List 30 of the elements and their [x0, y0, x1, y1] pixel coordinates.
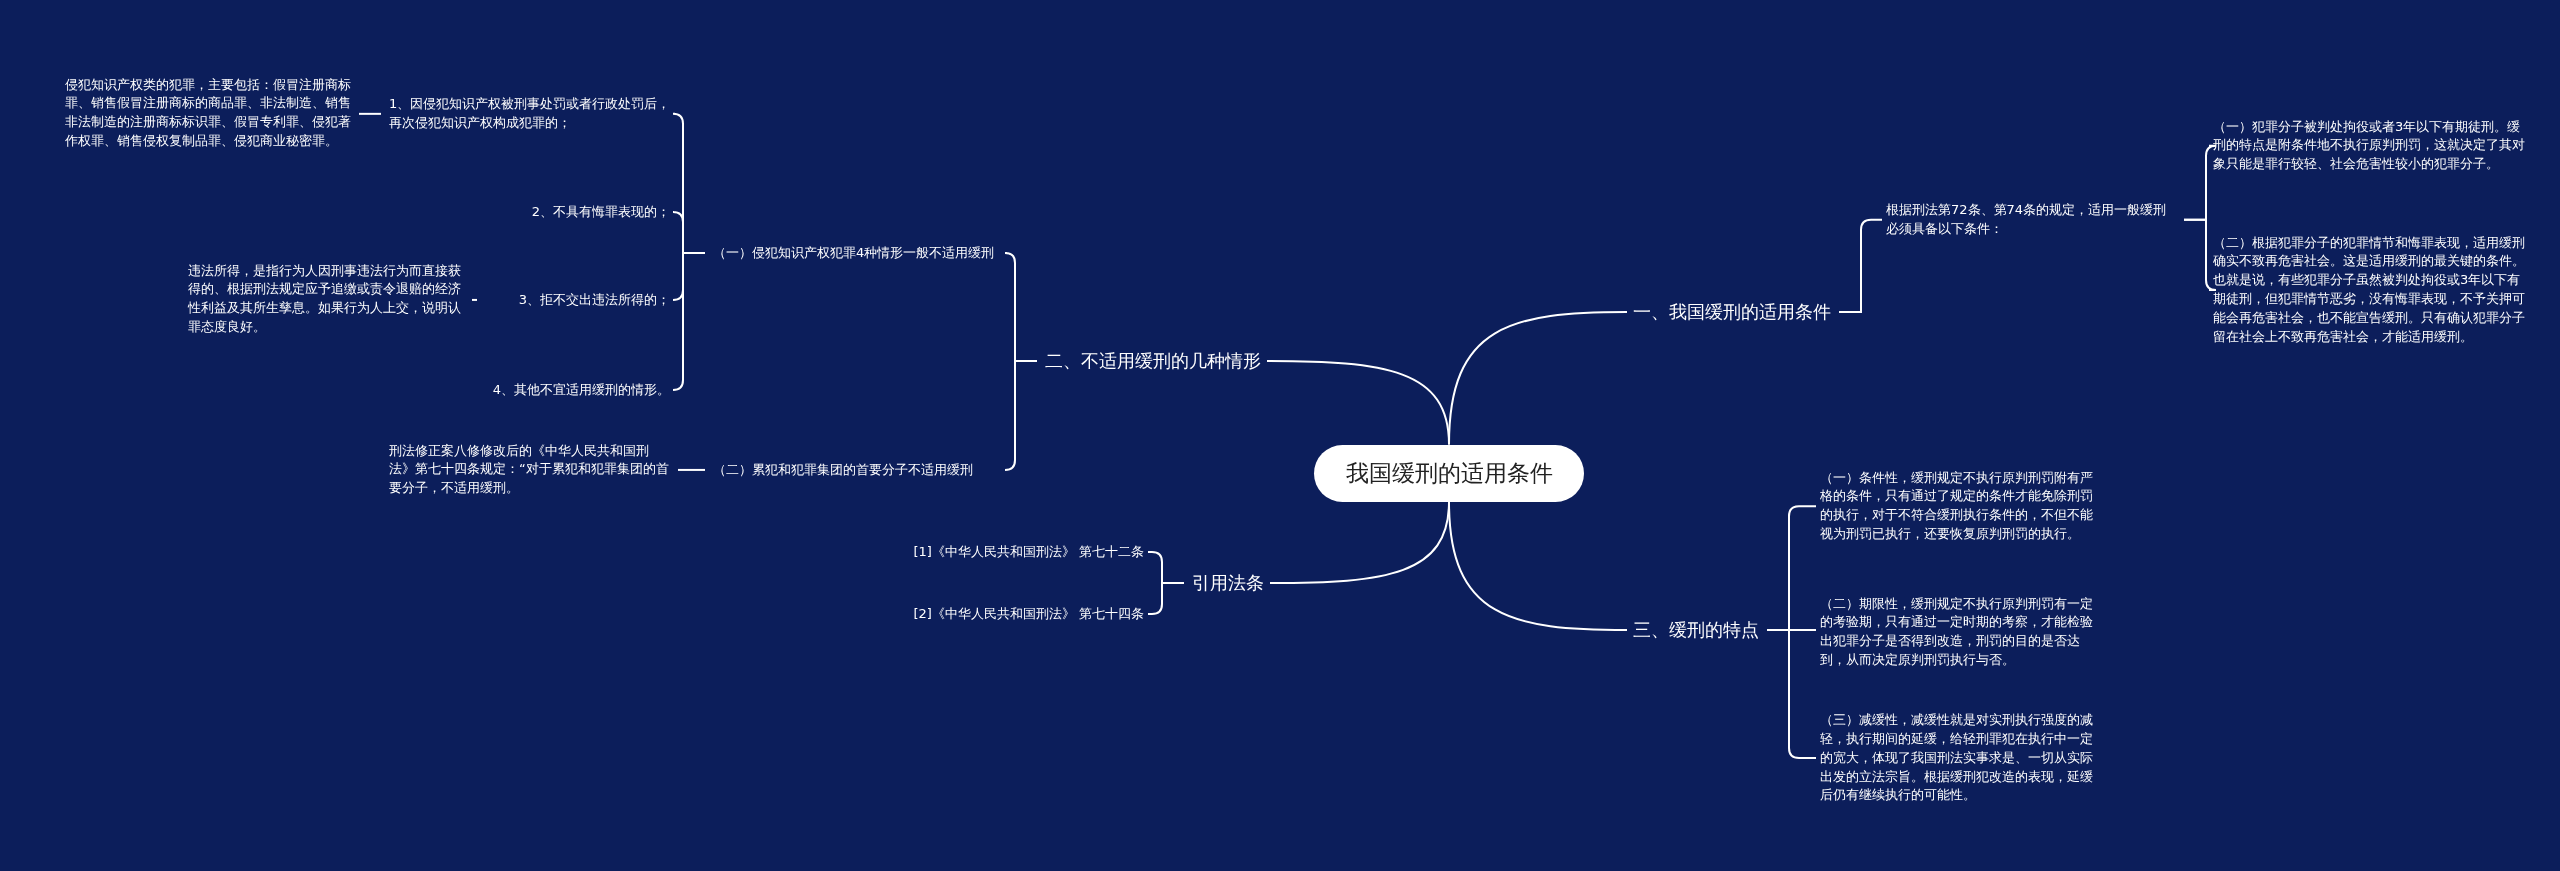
topic-text: 1、因侵犯知识产权被刑事处罚或者行政处罚后，再次侵犯知识产权构成犯罪的； — [389, 95, 671, 133]
topic-text: 2、不具有悔罪表现的； — [480, 202, 670, 222]
connector-line — [672, 251, 706, 391]
branch-topic: 二、不适用缓刑的几种情形 — [1045, 348, 1261, 375]
topic-text: 3、拒不交出违法所得的； — [480, 290, 670, 310]
connector-line — [1448, 500, 1628, 632]
topic-text: （二）期限性，缓刑规定不执行原判刑罚有一定的考验期，只有通过一定时期的考察，才能检验出犯罪分子是否得到改造，刑罚的目的是否达到，从而决定原判刑罚执行与否。 — [1820, 594, 2105, 670]
central-topic: 我国缓刑的适用条件 — [1314, 444, 1584, 502]
topic-text: 刑法修正案八修修改后的《中华人民共和国刑法》第七十四条规定：“对于累犯和犯罪集团的首要分子，不适用缓刑。 — [389, 441, 674, 499]
branch-topic: 三、缓刑的特点 — [1633, 617, 1759, 644]
topic-text: （一）犯罪分子被判处拘役或者3年以下有期徒刑。缓刑的特点是附条件地不执行原判刑罚，这就决定了其对象只能是罪行较轻、社会危害性较小的犯罪分子。 — [2213, 117, 2525, 175]
topic-text: （一）侵犯知识产权犯罪4种情形一般不适用缓刑 — [713, 243, 1003, 263]
topic-text: （一）条件性，缓刑规定不执行原判刑罚附有严格的条件，只有通过了规定的条件才能免除刑罚的执行，对于不符合缓刑执行条件的，不但不能视为刑罚已执行，还要恢复原判刑罚的执行。 — [1820, 468, 2105, 544]
topic-text: 根据刑法第72条、第74条的规定，适用一般缓刑必须具备以下条件： — [1886, 201, 2176, 239]
topic-text: 4、其他不宜适用缓刑的情形。 — [460, 380, 670, 400]
topic-text: （三）减缓性，减缓性就是对实刑执行强度的减轻，执行期间的延缓，给轻刑罪犯在执行中一定的宽大，体现了我国刑法实事求是、一切从实际出发的立法宗旨。根据缓刑犯改造的表现，延缓后仍有继续执行的可能性。 — [1820, 711, 2105, 806]
topic-text: 违法所得，是指行为人因刑事违法行为而直接获得的、根据刑法规定应予追缴或责令退赔的经济性利益及其所生孳息。如果行为人上交，说明认罪态度良好。 — [188, 261, 473, 337]
connector-line — [1004, 360, 1038, 471]
connector-line — [358, 112, 382, 115]
connector-line — [471, 298, 478, 301]
topic-text: [1]《中华人民共和国刑法》 第七十二条 — [860, 542, 1144, 562]
topic-text: [2]《中华人民共和国刑法》 第七十四条 — [860, 604, 1144, 624]
branch-topic: 一、我国缓刑的适用条件 — [1633, 299, 1831, 326]
connector-line — [677, 468, 706, 471]
topic-text: （二）累犯和犯罪集团的首要分子不适用缓刑 — [713, 460, 1003, 480]
topic-text: （二）根据犯罪分子的犯罪情节和悔罪表现，适用缓刑确实不致再危害社会。这是适用缓刑的最关键的条件。也就是说，有些犯罪分子虽然被判处拘役或3年以下有期徒刑，但犯罪情节恶劣，没有悔罪表现，不予关押可能会再危害社会，也不能宣告缓刑。只有确认犯罪分子留在社会上不致再危害社会，才能适用缓刑。 — [2213, 233, 2525, 347]
connector-line — [2183, 218, 2217, 292]
connector-line — [1266, 360, 1450, 446]
topic-text: 侵犯知识产权类的犯罪，主要包括：假冒注册商标罪、销售假冒注册商标的商品罪、非法制造、销售非法制造的注册商标标识罪、假冒专利罪、侵犯著作权罪、销售侵权复制品罪、侵犯商业秘密罪。 — [65, 75, 355, 151]
branch-topic: 引用法条 — [1192, 570, 1264, 597]
